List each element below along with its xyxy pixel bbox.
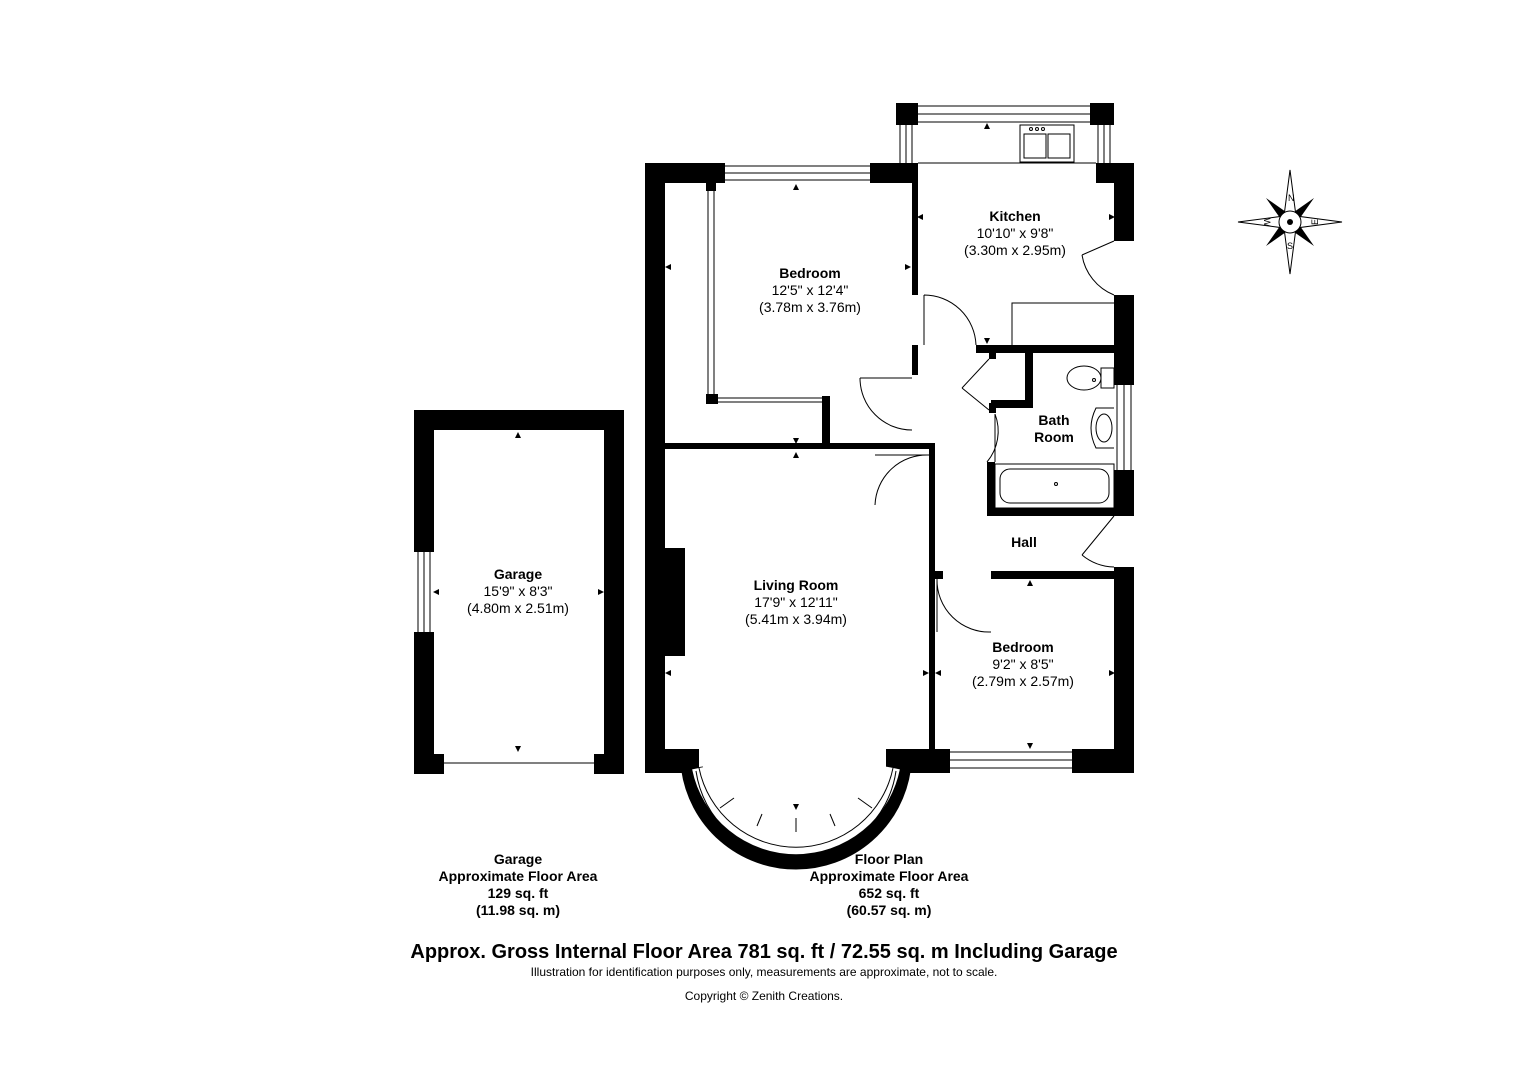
sink-fixture (1019, 124, 1075, 163)
room-name: Living Room (753, 577, 839, 593)
room-label-hall: Hall (1011, 534, 1037, 551)
room-dimensions-imperial: 9'2" x 8'5" (992, 656, 1054, 672)
room-label-bathroom: Bath Room (1034, 412, 1074, 446)
dimension-arrow (984, 123, 990, 129)
area-title: Garage (493, 851, 543, 867)
garage-area-summary: Garage Approximate Floor Area 129 sq. ft… (439, 851, 598, 919)
basin-fixture (1090, 407, 1114, 449)
compass-w-label: W (1262, 218, 1272, 227)
copyright-notice: Copyright © Zenith Creations. (684, 989, 844, 1003)
bay-window (681, 766, 911, 870)
room-dimensions-metric: (3.78m x 3.76m) (759, 299, 861, 315)
room-dimensions-metric: (4.80m x 2.51m) (467, 600, 569, 616)
room-name: Garage (493, 566, 543, 582)
room-dimensions-metric: (3.30m x 2.95m) (964, 242, 1066, 258)
room-dimensions-imperial: 10'10" x 9'8" (976, 225, 1054, 241)
gross-internal-area-heading: Approx. Gross Internal Floor Area 781 sq… (410, 941, 1118, 963)
room-label-bedroom-2: Bedroom 9'2" x 8'5" (2.79m x 2.57m) (972, 639, 1074, 690)
room-name: Bedroom (779, 265, 841, 281)
dimension-arrow (793, 452, 799, 458)
room-name-line2: Room (1034, 429, 1074, 445)
compass-e-label: E (1310, 219, 1320, 225)
dimension-arrow (793, 438, 799, 444)
dimension-arrow (793, 184, 799, 190)
area-sqft: 652 sq. ft (858, 885, 920, 901)
area-title: Floor Plan (854, 851, 924, 867)
dimension-arrow (515, 432, 521, 438)
area-sqm: (60.57 sq. m) (846, 902, 932, 918)
room-dimensions-imperial: 15'9" x 8'3" (483, 583, 553, 599)
house-walls (645, 103, 1134, 773)
toilet-fixture (1066, 365, 1115, 391)
dimension-arrow (1109, 214, 1115, 220)
dimension-arrow (665, 670, 671, 676)
area-sqm: (11.98 sq. m) (475, 902, 561, 918)
area-subtitle: Approximate Floor Area (809, 868, 969, 884)
room-label-garage: Garage 15'9" x 8'3" (4.80m x 2.51m) (467, 566, 569, 617)
dimension-arrow (1027, 743, 1033, 749)
dimension-arrow (984, 338, 990, 344)
room-name: Kitchen (989, 208, 1041, 224)
dimension-arrow (665, 264, 671, 270)
room-dimensions-imperial: 17'9" x 12'11" (754, 594, 838, 610)
compass-rose: N E S W (1237, 169, 1343, 275)
room-name-line1: Bath (1038, 412, 1070, 428)
room-label-kitchen: Kitchen 10'10" x 9'8" (3.30m x 2.95m) (964, 208, 1066, 259)
room-dimensions-metric: (2.79m x 2.57m) (972, 673, 1074, 689)
dimension-arrow (923, 670, 929, 676)
dimension-markers (433, 123, 1115, 810)
room-label-living-room: Living Room 17'9" x 12'11" (5.41m x 3.94… (745, 577, 847, 628)
dimension-arrow (515, 746, 521, 752)
dimension-arrow (905, 264, 911, 270)
room-dimensions-metric: (5.41m x 3.94m) (745, 611, 847, 627)
bath-fixture (994, 463, 1115, 509)
dimension-arrow (433, 589, 439, 595)
room-label-bedroom-1: Bedroom 12'5" x 12'4" (3.78m x 3.76m) (759, 265, 861, 316)
dimension-arrow (935, 670, 941, 676)
disclaimer-note: Illustration for identification purposes… (530, 965, 998, 979)
area-subtitle: Approximate Floor Area (438, 868, 598, 884)
area-sqft: 129 sq. ft (487, 885, 549, 901)
garage-walls (414, 410, 624, 774)
dimension-arrow (598, 589, 604, 595)
dimension-arrow (793, 804, 799, 810)
garage-window (417, 552, 431, 632)
dimension-arrow (1109, 670, 1115, 676)
compass-n-label: N (1288, 193, 1295, 203)
floor-plan-area-summary: Floor Plan Approximate Floor Area 652 sq… (810, 851, 969, 919)
room-name: Bedroom (992, 639, 1054, 655)
room-dimensions-imperial: 12'5" x 12'4" (771, 282, 849, 298)
compass-s-label: S (1287, 241, 1293, 251)
dimension-arrow (1027, 580, 1033, 586)
windows (707, 105, 1132, 769)
room-name: Hall (1011, 534, 1037, 550)
door-swings (859, 240, 1115, 633)
dimension-arrow (917, 214, 923, 220)
